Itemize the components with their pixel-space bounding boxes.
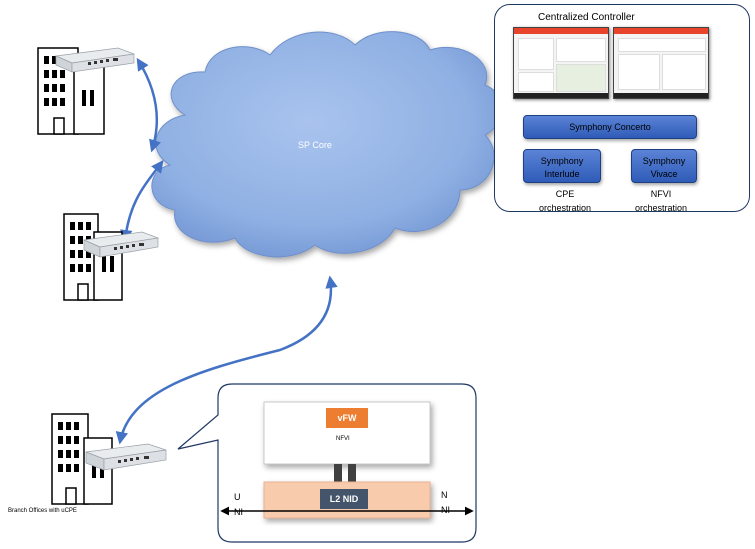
link-building2-cloud: [120, 159, 164, 243]
vfw-box: [326, 408, 368, 428]
ucpe-device-2: [82, 231, 160, 258]
uni-label-bottom: NI: [234, 507, 243, 517]
link-building1-cloud: [136, 57, 161, 153]
connector-left: [334, 464, 342, 484]
symphony-interlude-button[interactable]: Symphony Interlude: [523, 149, 601, 183]
building-3: [51, 413, 113, 505]
symphony-concerto-button[interactable]: Symphony Concerto: [523, 115, 697, 139]
sp-core-cloud: [151, 31, 503, 258]
symphony-interlude-label: Symphony Interlude: [540, 156, 584, 179]
link-branch-cloud: [115, 275, 338, 445]
sp-core-label: SP Core: [298, 140, 332, 150]
symphony-vivace-label: Symphony Vivace: [642, 156, 686, 179]
uni-label-top: U: [234, 492, 241, 502]
nfvi-orchestration-caption: NFVI orchestration: [634, 189, 688, 213]
symphony-concerto-label: Symphony Concerto: [569, 122, 651, 132]
controller-screen-left: [513, 27, 609, 99]
ucpe-device-1: [54, 47, 135, 73]
nfvi-label: NFVI: [336, 436, 350, 442]
nni-label-bottom: NI: [441, 505, 450, 515]
centralized-controller-panel: Centralized Controller Symphony Concerto…: [494, 4, 750, 213]
cpe-orchestration-caption: CPE orchestration: [538, 189, 592, 213]
controller-screen-right: [613, 27, 709, 99]
l2-nid-label: L2 NID: [329, 494, 359, 504]
ucpe-device-3: [85, 443, 167, 471]
branch-offices-caption: Branch Offices with uCPE: [8, 508, 77, 514]
vfw-label: vFW: [337, 413, 357, 423]
connector-right: [348, 464, 356, 484]
symphony-vivace-button[interactable]: Symphony Vivace: [631, 149, 697, 183]
nid-box: [320, 489, 368, 509]
controller-title: Centralized Controller: [538, 12, 635, 23]
building-2: [63, 213, 123, 301]
nni-label-top: N: [441, 490, 448, 500]
